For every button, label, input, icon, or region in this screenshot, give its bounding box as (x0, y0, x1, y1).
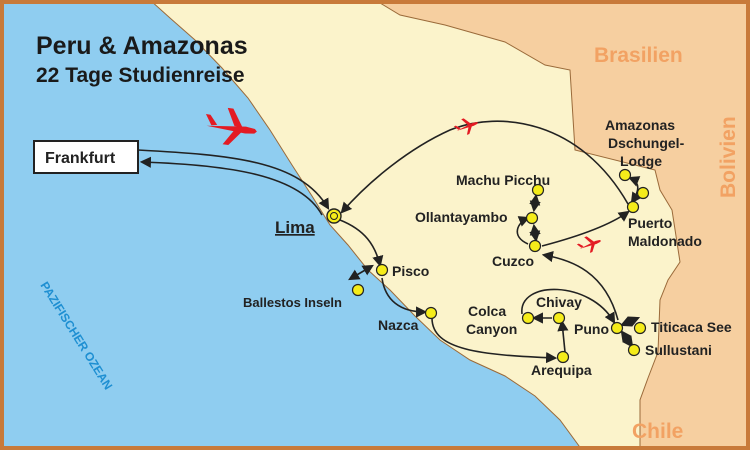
place-chivay: Chivay (536, 294, 582, 310)
route-ollantaytambo-machupicchu (529, 193, 541, 213)
capital-marker-icon (330, 212, 338, 220)
place-colca-line2: Canyon (466, 321, 517, 337)
place-lodge-line2: Dschungel- (608, 135, 685, 151)
place-lodge-line3: Lodge (620, 153, 662, 169)
place-maldonado-line1: Puerto (628, 215, 672, 231)
route-colca-puno (521, 288, 616, 324)
stop-marker-icon (610, 321, 624, 335)
place-machu-picchu: Machu Picchu (456, 172, 550, 188)
frankfurt-box (33, 140, 139, 174)
route-puno-sullustani (620, 330, 634, 348)
place-maldonado-line2: Maldonado (628, 233, 702, 249)
map-title: Peru & Amazonas (36, 32, 248, 60)
place-pisco: Pisco (392, 263, 429, 279)
stop-marker-icon (326, 208, 342, 224)
stop-marker-icon (531, 183, 545, 197)
route-frankfurt-lima (137, 149, 330, 210)
route-cuzco-loop (516, 216, 531, 245)
route-puno-titicaca (619, 316, 641, 327)
land-neighbors (375, 0, 750, 450)
place-lodge-line1: Amazonas (605, 117, 675, 133)
route-lima-pisco (339, 219, 384, 268)
stop-marker-icon (633, 321, 647, 335)
stop-marker-icon (627, 343, 641, 357)
stop-marker-icon (618, 168, 632, 182)
country-brazil: Brasilien (594, 44, 683, 67)
stop-marker-icon (521, 311, 535, 325)
country-bolivia: Bolivien (717, 116, 740, 198)
route-maldonado-lima (340, 120, 629, 214)
route-puno-cuzco (541, 251, 619, 321)
route-maldonado-lodge (627, 176, 642, 204)
stop-marker-icon (424, 306, 438, 320)
place-frankfurt: Frankfurt (45, 150, 116, 167)
stop-marker-icon (375, 263, 389, 277)
route-pisco-nazca (381, 277, 428, 318)
land-peru (149, 0, 681, 450)
place-cuzco: Cuzco (492, 253, 534, 269)
stop-marker-icon (351, 283, 365, 297)
place-ollantaytambo: Ollantayambo (415, 209, 508, 225)
stop-marker-icon (528, 239, 542, 253)
place-titicaca: Titicaca See (651, 319, 732, 335)
map-subtitle: 22 Tage Studienreise (36, 64, 245, 87)
route-pisco-ballestos (348, 264, 374, 281)
stop-marker-icon (525, 211, 539, 225)
stop-markers (351, 168, 650, 364)
route-arequipa-chivay (557, 319, 569, 353)
route-lima-frankfurt (139, 156, 323, 216)
place-colca-line1: Colca (468, 303, 506, 319)
place-ballestos: Ballestos Inseln (243, 295, 342, 310)
place-nazca: Nazca (378, 317, 419, 333)
route-lines (137, 120, 642, 364)
stop-marker-icon (626, 200, 640, 214)
stop-marker-icon (556, 350, 570, 364)
place-puno: Puno (574, 321, 609, 337)
country-chile: Chile (632, 420, 683, 443)
stop-marker-icon (552, 311, 566, 325)
place-sullustani: Sullustani (645, 342, 712, 358)
place-lima: Lima (275, 218, 315, 237)
stop-marker-icon (636, 186, 650, 200)
route-nazca-arequipa (431, 317, 558, 364)
route-cuzco-maldonado (541, 210, 630, 247)
route-cuzco-ollantaytambo (529, 223, 541, 243)
place-arequipa: Arequipa (531, 362, 592, 378)
